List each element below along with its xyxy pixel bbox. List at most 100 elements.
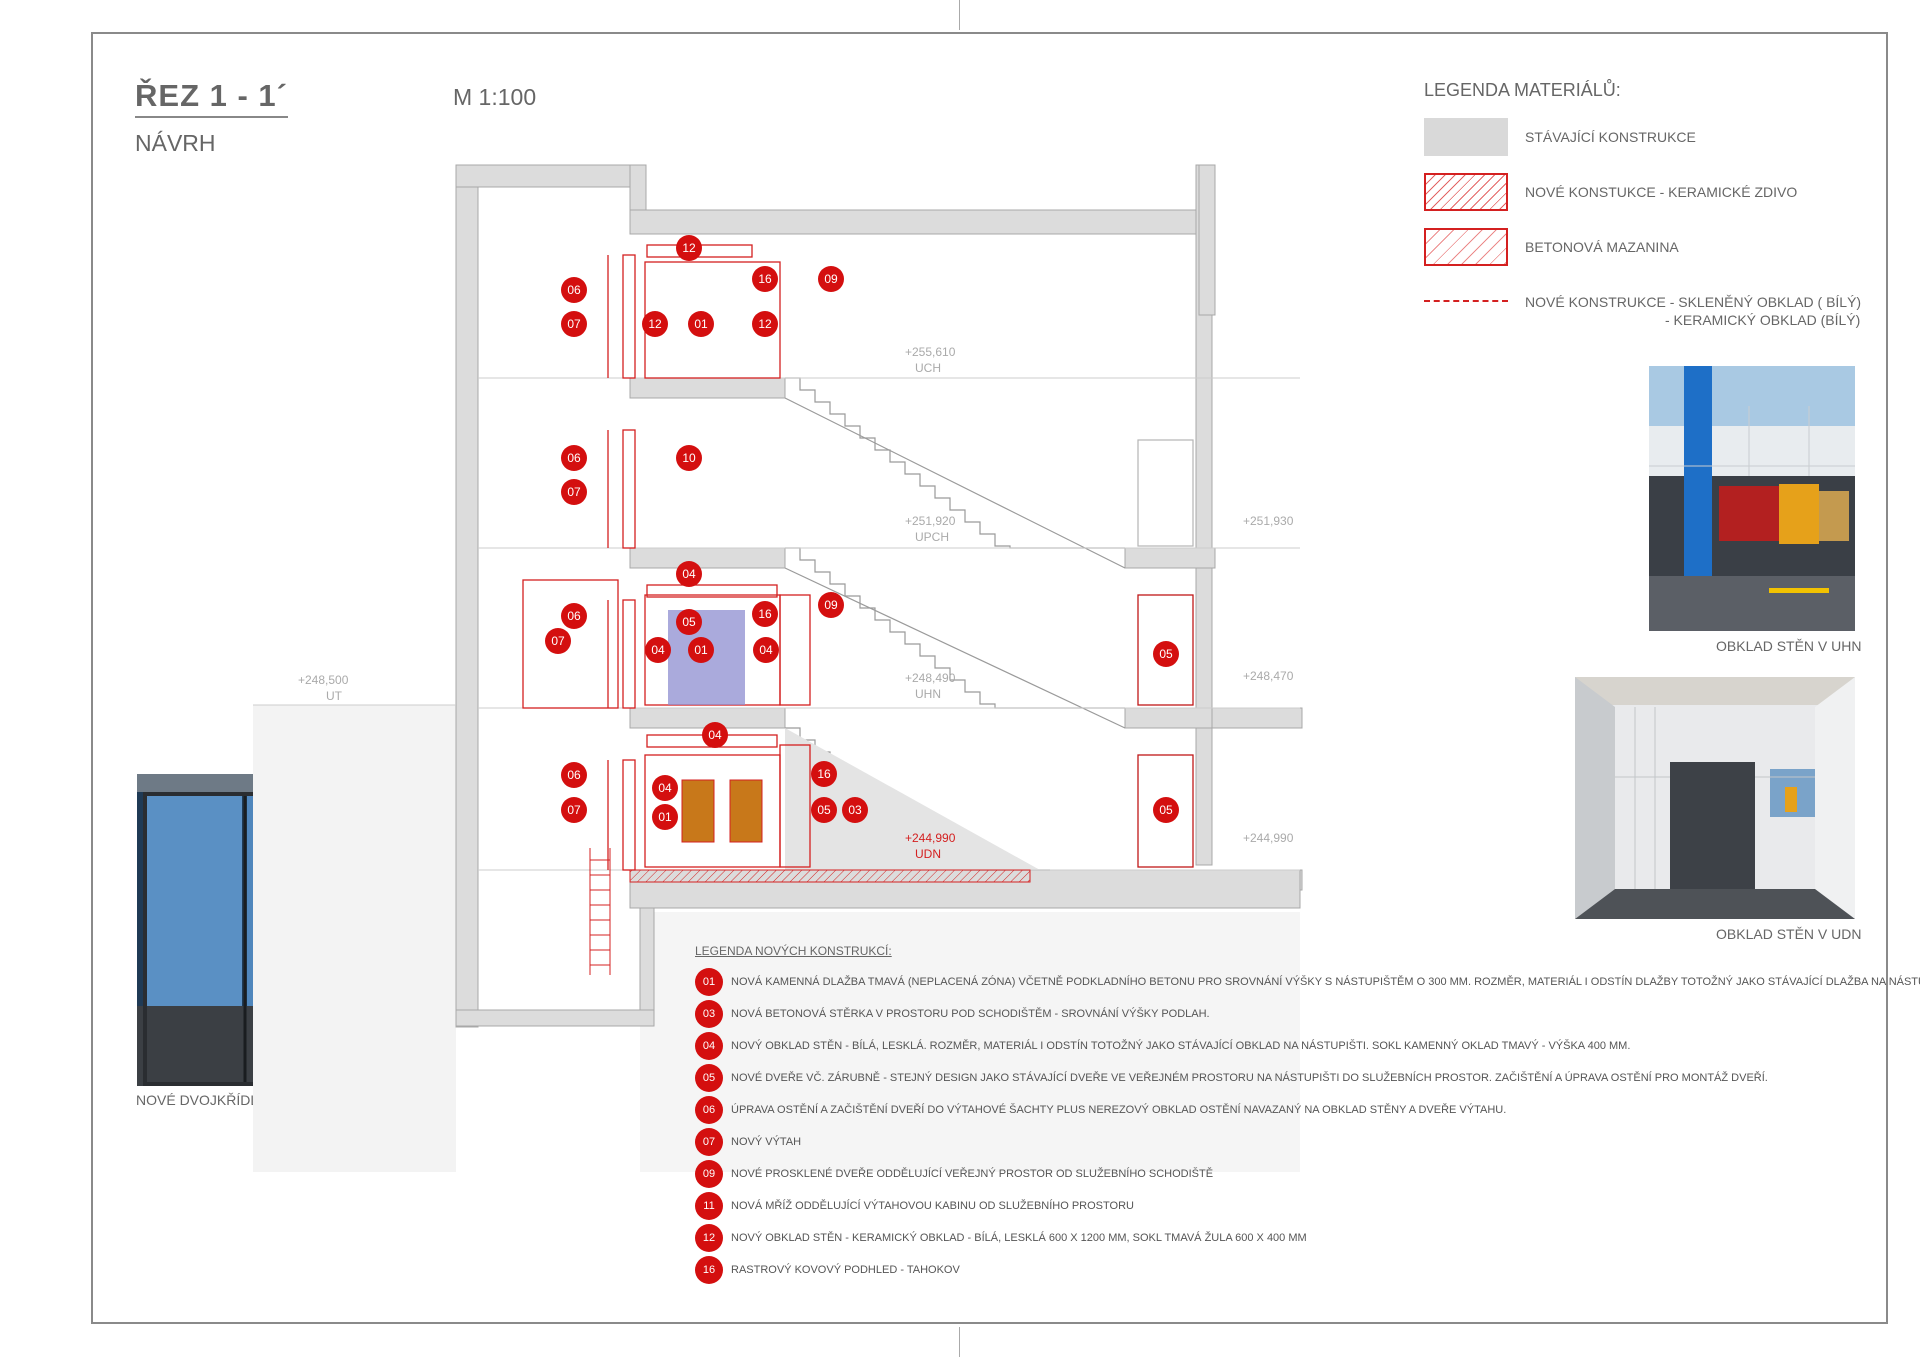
callout-marker: 12 bbox=[752, 311, 778, 337]
legend-row: 03 NOVÁ BETONOVÁ STĚRKA V PROSTORU POD S… bbox=[695, 1000, 1210, 1028]
svg-text:12: 12 bbox=[682, 241, 696, 255]
new-constructions-legend-title: LEGENDA NOVÝCH KONSTRUKCÍ: bbox=[695, 944, 892, 958]
svg-text:16: 16 bbox=[758, 272, 772, 286]
callout-marker: 09 bbox=[818, 266, 844, 292]
drawing-scale: M 1:100 bbox=[453, 84, 537, 110]
legend-row: 05 NOVÉ DVEŘE VČ. ZÁRUBNĚ - STEJNÝ DESIG… bbox=[695, 1064, 1768, 1092]
svg-text:05: 05 bbox=[817, 803, 831, 817]
callout-marker: 05 bbox=[676, 609, 702, 635]
svg-text:07: 07 bbox=[551, 634, 565, 648]
svg-text:07: 07 bbox=[567, 803, 581, 817]
photo-cladding-udn bbox=[1575, 677, 1855, 919]
svg-text:16: 16 bbox=[758, 607, 772, 621]
svg-text:06: 06 bbox=[567, 609, 581, 623]
svg-text:12: 12 bbox=[758, 317, 772, 331]
callout-marker: 07 bbox=[545, 628, 571, 654]
photo-cladding-uhn bbox=[1649, 366, 1855, 631]
callout-marker: 04 bbox=[702, 722, 728, 748]
callout-marker: 12 bbox=[642, 311, 668, 337]
legend-text: NOVÉ DVEŘE VČ. ZÁRUBNĚ - STEJNÝ DESIGN J… bbox=[731, 1072, 1768, 1084]
callout-marker: 01 bbox=[652, 804, 678, 830]
legend-text: NOVÝ OBKLAD STĚN - BÍLÁ, LESKLÁ. ROZMĚR,… bbox=[731, 1040, 1631, 1052]
svg-text:04: 04 bbox=[682, 567, 696, 581]
level-annotations: +255,610 UCH +251,920 UPCH +251,930 +248… bbox=[298, 345, 1294, 861]
level-248500: +248,500 bbox=[298, 673, 349, 687]
svg-text:04: 04 bbox=[708, 728, 722, 742]
legend-text: NOVÝ VÝTAH bbox=[731, 1136, 802, 1148]
legend-row: 01 NOVÁ KAMENNÁ DLAŽBA TMAVÁ (NEPLACENÁ … bbox=[695, 968, 1920, 996]
stairs bbox=[784, 377, 1126, 871]
legend-text: RASTROVÝ KOVOVÝ PODHLED - TAHOKOV bbox=[731, 1264, 960, 1276]
callout-marker: 07 bbox=[561, 797, 587, 823]
legend-row: 16 RASTROVÝ KOVOVÝ PODHLED - TAHOKOV bbox=[695, 1256, 960, 1284]
legend-text: NOVÝ OBKLAD STĚN - KERAMICKÝ OBKLAD - BÍ… bbox=[731, 1232, 1307, 1244]
legend-row: 09 NOVÉ PROSKLENÉ DVEŘE ODDĚLUJÍCÍ VEŘEJ… bbox=[695, 1160, 1213, 1188]
svg-text:06: 06 bbox=[567, 283, 581, 297]
right-doors bbox=[1137, 594, 1194, 868]
callout-marker: 07 bbox=[561, 479, 587, 505]
sheet-frame bbox=[91, 32, 1888, 1324]
level-251920: +251,920 bbox=[905, 514, 956, 528]
callout-marker: 06 bbox=[561, 445, 587, 471]
legend-row: 04 NOVÝ OBKLAD STĚN - BÍLÁ, LESKLÁ. ROZM… bbox=[695, 1032, 1630, 1060]
legend-code-badge: 05 bbox=[695, 1064, 723, 1092]
svg-text:05: 05 bbox=[1159, 803, 1173, 817]
level-upch: UPCH bbox=[915, 530, 949, 544]
svg-text:05: 05 bbox=[682, 615, 696, 629]
ticket-machine-1 bbox=[681, 779, 715, 843]
svg-text:01: 01 bbox=[694, 317, 708, 331]
svg-text:07: 07 bbox=[567, 317, 581, 331]
callout-marker: 04 bbox=[652, 775, 678, 801]
callout-markers: 12 06 16 09 07 12 01 12 06 10 07 04 06 1… bbox=[545, 235, 1179, 830]
ticket-machine-2 bbox=[729, 779, 763, 843]
legend-text: NOVÁ KAMENNÁ DLAŽBA TMAVÁ (NEPLACENÁ ZÓN… bbox=[731, 976, 1920, 988]
svg-text:05: 05 bbox=[1159, 647, 1173, 661]
legend-text: ÚPRAVA OSTĚNÍ A ZAČIŠTĚNÍ DVEŘÍ DO VÝTAH… bbox=[731, 1104, 1507, 1116]
legend-text: NOVÁ BETONOVÁ STĚRKA V PROSTORU POD SCHO… bbox=[731, 1008, 1210, 1020]
callout-marker: 05 bbox=[811, 797, 837, 823]
svg-text:04: 04 bbox=[759, 643, 773, 657]
ladder bbox=[589, 848, 611, 975]
level-248490: +248,490 bbox=[905, 671, 956, 685]
callout-marker: 16 bbox=[811, 761, 837, 787]
concrete-screed bbox=[629, 869, 1031, 883]
svg-text:12: 12 bbox=[648, 317, 662, 331]
callout-marker: 04 bbox=[645, 637, 671, 663]
svg-text:01: 01 bbox=[694, 643, 708, 657]
level-251930: +251,930 bbox=[1243, 514, 1294, 528]
svg-text:04: 04 bbox=[651, 643, 665, 657]
callout-marker: 06 bbox=[561, 603, 587, 629]
legend-row: 06 ÚPRAVA OSTĚNÍ A ZAČIŠTĚNÍ DVEŘÍ DO VÝ… bbox=[695, 1096, 1506, 1124]
ground-fill-left bbox=[253, 705, 456, 1172]
svg-text:04: 04 bbox=[658, 781, 672, 795]
level-244990-right: +244,990 bbox=[1243, 831, 1294, 845]
callout-marker: 09 bbox=[818, 592, 844, 618]
material-legend-title: LEGENDA MATERIÁLŮ: bbox=[1424, 80, 1621, 100]
legend-code-badge: 07 bbox=[695, 1128, 723, 1156]
material-label-cladding: NOVÉ KONSTRUKCE - SKLENĚNÝ OBKLAD ( BÍLÝ… bbox=[1525, 294, 1862, 310]
level-244990: +244,990 bbox=[905, 831, 956, 845]
drawing-subtitle: NÁVRH bbox=[135, 130, 216, 156]
legend-code-badge: 01 bbox=[695, 968, 723, 996]
swatch-concrete-screed bbox=[1424, 228, 1508, 266]
fold-mark-bottom bbox=[959, 1327, 960, 1357]
callout-marker: 04 bbox=[753, 637, 779, 663]
ground-fill-bottom bbox=[640, 912, 1300, 1172]
material-label-concrete: BETONOVÁ MAZANINA bbox=[1525, 239, 1679, 255]
svg-text:09: 09 bbox=[824, 598, 838, 612]
swatch-ceramic-masonry bbox=[1424, 173, 1508, 211]
legend-code-badge: 11 bbox=[695, 1192, 723, 1220]
legend-code-badge: 09 bbox=[695, 1160, 723, 1188]
legend-text: NOVÉ PROSKLENÉ DVEŘE ODDĚLUJÍCÍ VEŘEJNÝ … bbox=[731, 1168, 1214, 1180]
legend-row: 11 NOVÁ MŘÍŽ ODDĚLUJÍCÍ VÝTAHOVOU KABINU… bbox=[695, 1192, 1134, 1220]
level-uhn: UHN bbox=[915, 687, 941, 701]
callout-marker: 16 bbox=[752, 266, 778, 292]
svg-text:03: 03 bbox=[848, 803, 862, 817]
svg-text:06: 06 bbox=[567, 768, 581, 782]
callout-marker: 03 bbox=[842, 797, 868, 823]
swatch-existing-construction bbox=[1424, 118, 1508, 156]
level-udn: UDN bbox=[915, 847, 941, 861]
svg-text:09: 09 bbox=[824, 272, 838, 286]
level-ut: UT bbox=[326, 689, 343, 703]
